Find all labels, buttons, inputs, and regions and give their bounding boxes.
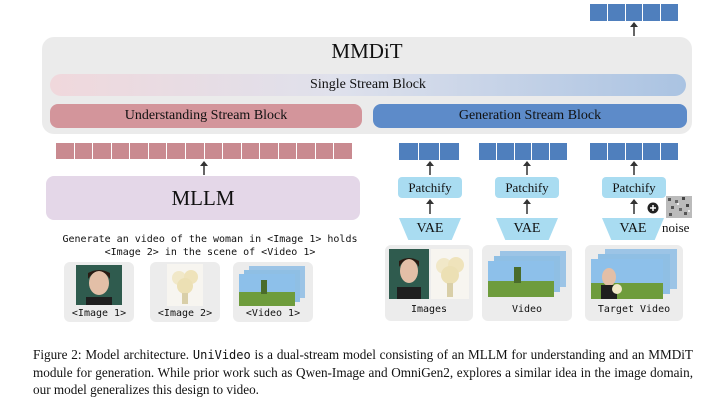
- target-video-card: Target Video: [585, 245, 683, 321]
- video-card: Video: [482, 245, 572, 321]
- woman-portrait-icon: [389, 249, 429, 299]
- generation-stream-block: Generation Stream Block: [373, 104, 687, 128]
- flower-bouquet-icon: [167, 264, 203, 306]
- video-frames-icon: [488, 251, 566, 297]
- noise-label: noise: [662, 220, 690, 235]
- video1-card: <Video 1>: [233, 262, 313, 322]
- understanding-stream-block: Understanding Stream Block: [50, 104, 362, 128]
- arrow-icon: [630, 199, 638, 214]
- image1-label: <Image 1>: [71, 308, 127, 319]
- arrow-icon: [523, 161, 531, 175]
- noise-icon: [666, 196, 692, 218]
- single-stream-block: Single Stream Block: [50, 74, 686, 96]
- video-label: Video: [511, 304, 543, 315]
- arrow-icon: [426, 199, 434, 214]
- patchify-block-video: Patchify: [495, 177, 559, 198]
- vae-block-video: VAE: [496, 218, 558, 240]
- patchify-block-images: Patchify: [398, 177, 462, 198]
- mmdit-title: MMDiT: [331, 39, 403, 63]
- images-label: Images: [410, 304, 448, 315]
- video1-label: <Video 1>: [245, 308, 301, 319]
- mllm-block: MLLM: [46, 176, 360, 220]
- mllm-tokens: [56, 143, 352, 159]
- arrow-icon: [426, 161, 434, 175]
- image2-label: <Image 2>: [157, 308, 213, 319]
- branch2-tokens: [479, 143, 567, 160]
- figure-caption: Figure 2: Model architecture. UniVideo i…: [33, 347, 693, 397]
- prompt-text: Generate an video of the woman in <Image…: [62, 234, 358, 258]
- vae-block-target: VAE: [602, 218, 664, 240]
- image1-card: <Image 1>: [64, 262, 134, 322]
- arrow-icon: [523, 199, 531, 214]
- patchify-block-target: Patchify: [602, 177, 666, 198]
- flower-bouquet-icon: [431, 249, 469, 299]
- video-frames-icon: [239, 266, 305, 306]
- arrow-icon: [630, 161, 638, 175]
- target-video-label: Target Video: [597, 304, 671, 315]
- target-video-frames-icon: [591, 249, 677, 299]
- images-card: Images: [385, 245, 473, 321]
- plus-icon: [647, 202, 659, 214]
- arrow-icon: [200, 161, 208, 175]
- vae-block-images: VAE: [399, 218, 461, 240]
- output-tokens: [590, 4, 678, 21]
- branch1-tokens: [399, 143, 459, 160]
- image2-card: <Image 2>: [150, 262, 220, 322]
- woman-portrait-icon: [76, 265, 122, 305]
- arrow-icon: [630, 22, 638, 36]
- branch3-tokens: [590, 143, 678, 160]
